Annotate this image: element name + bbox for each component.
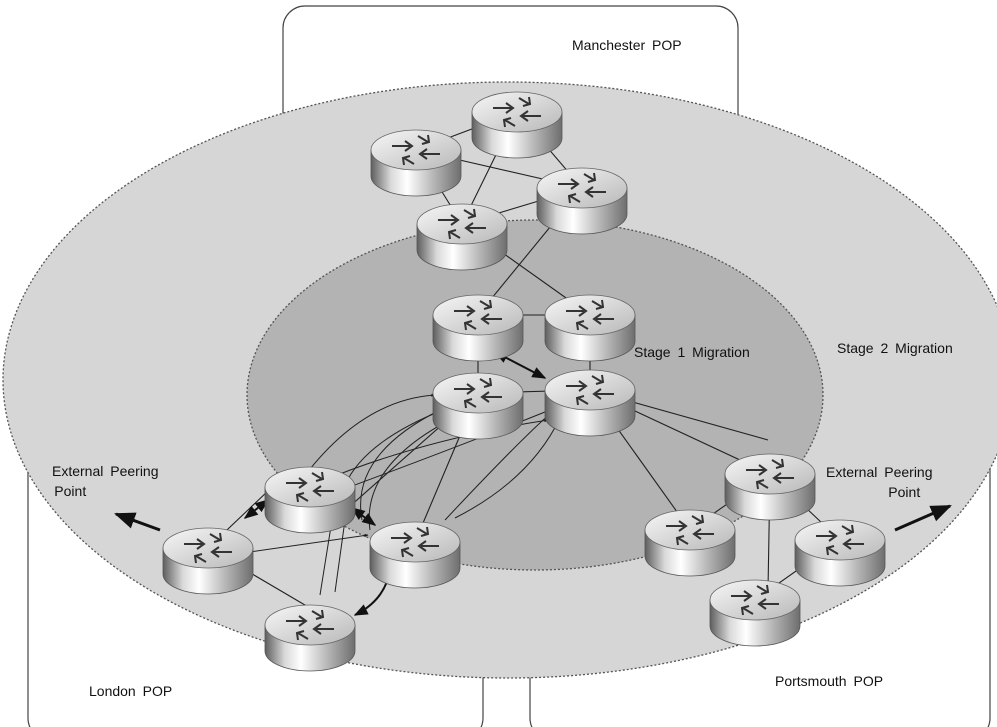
router-icon <box>709 579 801 647</box>
external-peering-point-right-label: External Peering Point <box>826 462 933 502</box>
router-icon <box>432 372 524 440</box>
stage1-migration-label: Stage 1 Migration <box>634 344 750 360</box>
manchester-pop-label: Manchester POP <box>572 37 682 53</box>
router-icon <box>162 527 254 595</box>
router-icon <box>416 203 508 271</box>
router-icon <box>471 91 563 159</box>
external-peering-left-line1: External Peering <box>52 463 159 479</box>
external-peering-right-line2: Point <box>888 484 921 500</box>
router-icon <box>644 509 736 577</box>
portsmouth-pop-label: Portsmouth POP <box>775 673 884 689</box>
router-icon <box>370 129 462 197</box>
stage2-migration-label: Stage 2 Migration <box>837 340 953 356</box>
routers <box>162 91 886 672</box>
router-icon <box>536 167 628 235</box>
router-icon <box>724 453 816 521</box>
stage1-region <box>246 219 824 571</box>
router-icon <box>544 369 636 437</box>
london-pop-label: London POP <box>89 683 173 699</box>
external-peering-left-line2: Point <box>54 483 87 499</box>
external-peering-point-left-label: External Peering Point <box>52 461 159 501</box>
external-peering-right-line1: External Peering <box>826 464 933 480</box>
router-icon <box>264 466 356 534</box>
router-icon <box>264 604 356 672</box>
router-icon <box>369 521 461 589</box>
router-icon <box>544 294 636 362</box>
router-icon <box>794 519 886 587</box>
router-icon <box>432 294 524 362</box>
